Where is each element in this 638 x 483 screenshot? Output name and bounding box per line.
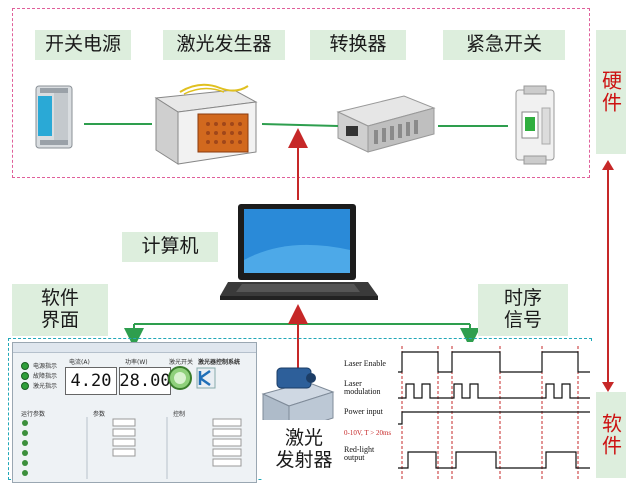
software-side-label: 软件 xyxy=(596,392,626,478)
timing-label-line1: 时序 xyxy=(503,287,542,310)
interface-label-line1: 软件 xyxy=(40,287,79,310)
power-label: 功率(W) xyxy=(125,359,148,366)
timing-diagram: Laser Enable Laser modulation Power inpu… xyxy=(342,342,592,481)
timing-waveforms xyxy=(398,346,590,481)
logo-icon xyxy=(196,367,216,389)
section-label: 控制 xyxy=(173,411,186,418)
signal-label-red-light: Red-light output xyxy=(344,445,375,463)
laser-switch-icon[interactable] xyxy=(167,365,193,391)
power-led-icon xyxy=(21,361,29,370)
emitter-label-line2: 发射器 xyxy=(275,449,333,471)
indicator-row: 激光指示 xyxy=(21,381,57,390)
emitter-label-line1: 激光 xyxy=(284,427,323,450)
parameter-grid xyxy=(22,417,242,479)
indicator-label: 故障指示 xyxy=(33,373,58,380)
hardware-label-laser-generator: 激光发生器 xyxy=(163,30,285,60)
laser-switch-label: 激光开关 xyxy=(169,359,194,366)
hardware-label-emergency-switch: 紧急开关 xyxy=(443,30,565,60)
hardware-group-border xyxy=(12,8,590,178)
signal-label-laser-modulation: Laser modulation xyxy=(344,379,381,397)
indicator-label: 激光指示 xyxy=(33,383,58,390)
current-label: 电流(A) xyxy=(69,359,90,366)
hardware-label-power-supply: 开关电源 xyxy=(35,30,131,60)
laser-emitter-label: 激光 发射器 xyxy=(262,420,346,480)
laptop-image xyxy=(220,204,378,300)
indicator-row: 电源指示 xyxy=(21,361,57,370)
interface-menubar xyxy=(13,343,256,353)
computer-label: 计算机 xyxy=(122,232,218,262)
fault-led-icon xyxy=(21,371,29,380)
laser-generator-image xyxy=(154,83,258,165)
system-title: 激光器控制系统 xyxy=(198,359,241,366)
signal-label-laser-enable: Laser Enable xyxy=(344,359,386,368)
section-label: 参数 xyxy=(93,411,106,418)
current-display: 4.20 xyxy=(65,367,117,395)
hardware-label-converter: 转换器 xyxy=(310,30,406,60)
signal-annotation: 0-10V, T > 20ms xyxy=(344,429,392,437)
power-supply-image xyxy=(35,85,73,149)
timing-label-line2: 信号 xyxy=(503,309,542,331)
laser-led-icon xyxy=(21,381,29,390)
indicator-label: 电源指示 xyxy=(33,363,58,370)
indicator-row: 故障指示 xyxy=(21,371,57,380)
interface-label-line2: 界面 xyxy=(40,309,79,331)
section-label: 运行参数 xyxy=(21,411,46,418)
software-interface-panel: 电源指示 故障指示 激光指示 电流(A) 功率(W) 4.20 28.00 激光… xyxy=(12,342,257,483)
emergency-switch-image xyxy=(515,85,555,165)
power-display: 28.00 xyxy=(119,367,171,395)
interface-label: 软件 界面 xyxy=(12,284,108,336)
hardware-side-label: 硬件 xyxy=(596,30,626,154)
timing-label: 时序 信号 xyxy=(478,284,568,336)
signal-label-power-input: Power input xyxy=(344,407,383,416)
converter-image xyxy=(336,95,436,153)
